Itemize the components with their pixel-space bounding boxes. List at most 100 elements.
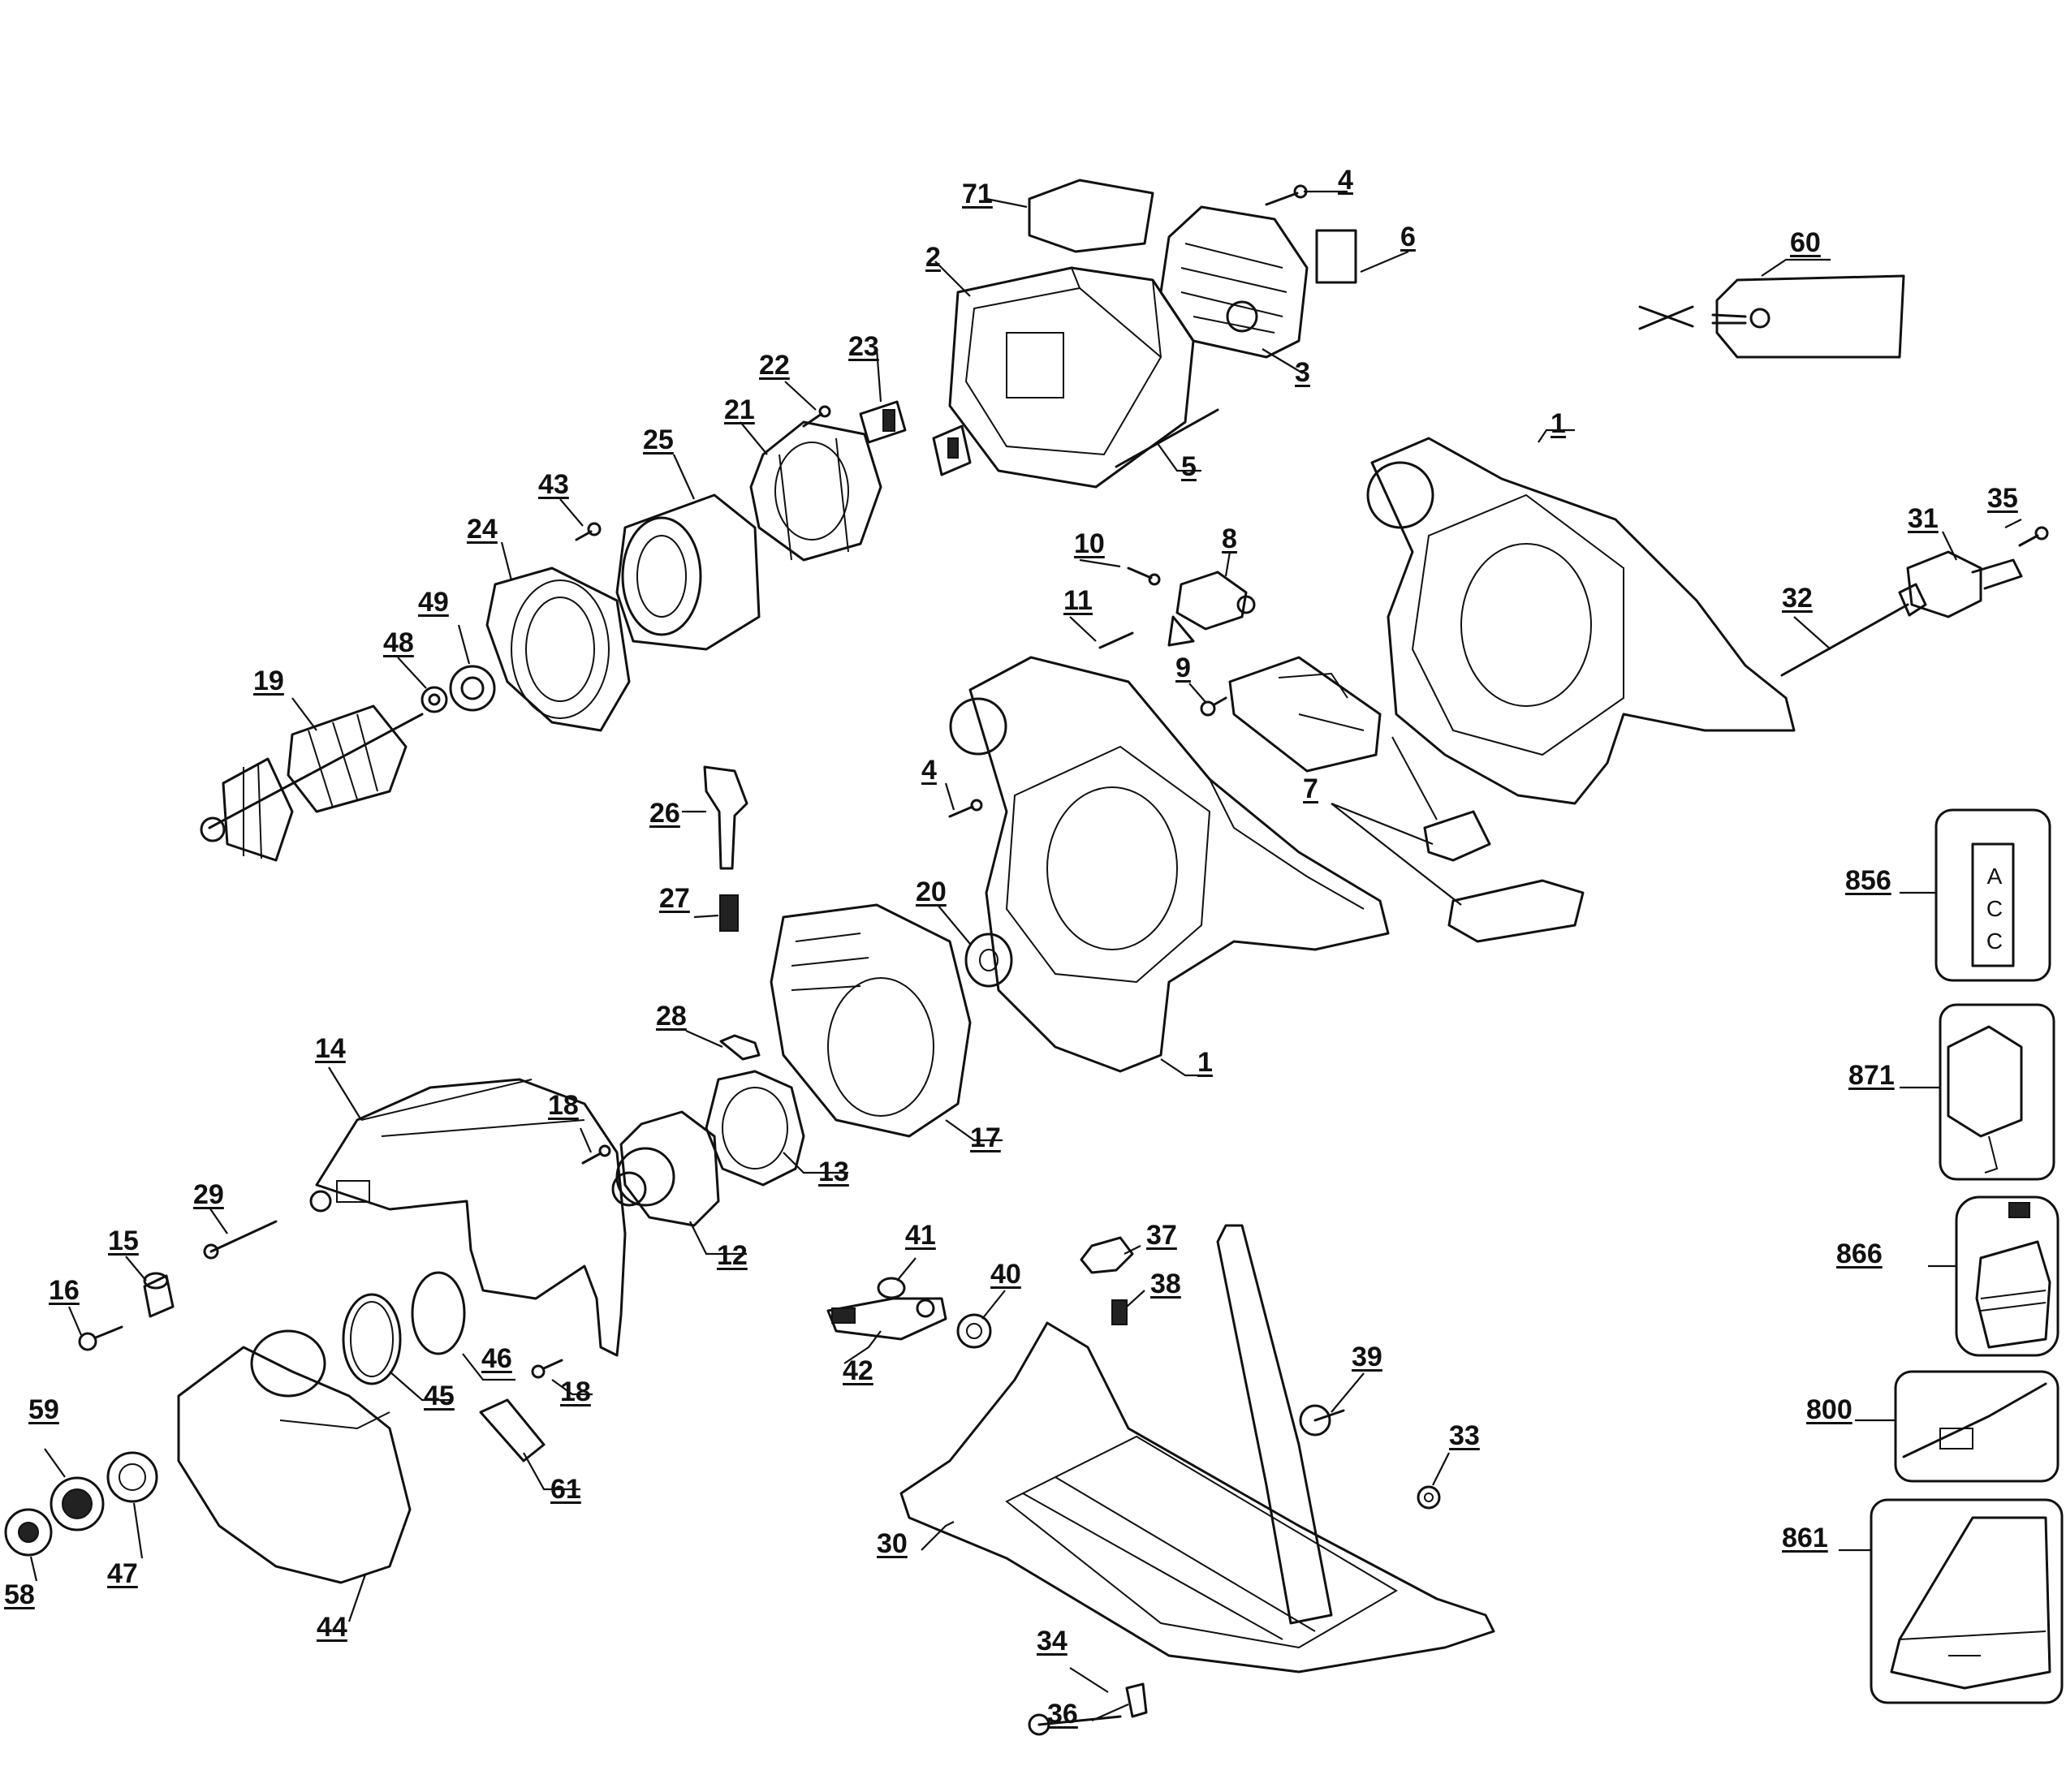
callout-47: 47 bbox=[107, 1558, 138, 1589]
callout-26: 26 bbox=[649, 798, 680, 829]
callout-5: 5 bbox=[1181, 451, 1197, 482]
part-61-label bbox=[479, 1398, 546, 1462]
callout-35: 35 bbox=[1987, 483, 2018, 514]
callout-37: 37 bbox=[1146, 1220, 1177, 1251]
callout-1-upper: 1 bbox=[1551, 408, 1566, 439]
callout-46: 46 bbox=[481, 1343, 512, 1374]
callout-12: 12 bbox=[717, 1240, 748, 1271]
callout-15: 15 bbox=[108, 1226, 139, 1256]
callout-2: 2 bbox=[925, 242, 941, 273]
callout-4-mid: 4 bbox=[921, 755, 937, 786]
part-17-gear-housing bbox=[770, 903, 972, 1138]
callout-19: 19 bbox=[253, 666, 284, 696]
callout-49: 49 bbox=[418, 587, 449, 618]
callout-3: 3 bbox=[1295, 357, 1310, 388]
part-15-bushing bbox=[143, 1272, 175, 1318]
callout-21: 21 bbox=[724, 394, 755, 425]
callout-71: 71 bbox=[962, 179, 993, 209]
callout-861: 861 bbox=[1782, 1523, 1828, 1553]
part-13-gasket bbox=[705, 1070, 805, 1187]
part-7-switch bbox=[1228, 656, 1585, 943]
part-34-pin bbox=[1028, 1713, 1122, 1736]
callout-28: 28 bbox=[656, 1001, 687, 1032]
part-32-rod bbox=[1780, 583, 1927, 677]
callout-39: 39 bbox=[1352, 1342, 1382, 1372]
part-36-pin bbox=[1125, 1682, 1148, 1718]
part-48-washer bbox=[421, 686, 448, 713]
part-33-washer bbox=[1417, 1485, 1441, 1510]
callout-30: 30 bbox=[877, 1528, 908, 1559]
callout-6: 6 bbox=[1400, 222, 1416, 252]
callout-31: 31 bbox=[1908, 503, 1939, 534]
callout-25: 25 bbox=[643, 424, 674, 455]
part-60-tag bbox=[1638, 274, 1905, 359]
callout-27: 27 bbox=[659, 883, 690, 914]
leader-lines bbox=[29, 190, 2022, 1722]
callout-58: 58 bbox=[4, 1579, 35, 1610]
callout-59: 59 bbox=[28, 1394, 59, 1425]
part-10-pin bbox=[1127, 566, 1161, 586]
callout-800: 800 bbox=[1806, 1394, 1852, 1425]
part-22-screw bbox=[802, 405, 831, 428]
callout-38: 38 bbox=[1150, 1269, 1181, 1299]
callout-45: 45 bbox=[424, 1381, 455, 1411]
callout-10: 10 bbox=[1074, 528, 1105, 559]
callout-42: 42 bbox=[843, 1355, 873, 1386]
part-38-spring bbox=[1111, 1299, 1128, 1325]
callout-871: 871 bbox=[1848, 1060, 1895, 1091]
part-19-armature bbox=[200, 704, 424, 862]
callout-22: 22 bbox=[759, 350, 790, 381]
accessory-861-case bbox=[1870, 1498, 2064, 1704]
part-18-screw-lower bbox=[531, 1359, 563, 1379]
accessory-800-tool bbox=[1894, 1370, 2060, 1483]
part-59-washer bbox=[50, 1476, 105, 1531]
part-21-brush-ring bbox=[749, 420, 882, 562]
callout-14: 14 bbox=[315, 1033, 346, 1064]
part-12-bearing-plate bbox=[611, 1110, 720, 1227]
part-43-screw bbox=[575, 522, 602, 541]
callout-16: 16 bbox=[49, 1275, 80, 1306]
part-39-stud bbox=[1299, 1404, 1345, 1437]
part-16-screw bbox=[78, 1325, 123, 1351]
accessory-856-decal bbox=[1934, 808, 2051, 982]
part-24-end-bell bbox=[485, 566, 631, 732]
part-28-bracket bbox=[719, 1034, 761, 1061]
callout-18-lower: 18 bbox=[560, 1376, 591, 1407]
callout-29: 29 bbox=[193, 1179, 224, 1210]
callout-48: 48 bbox=[383, 627, 414, 658]
accessory-866-battery bbox=[1955, 1195, 2060, 1357]
part-30-shoe bbox=[899, 1224, 1495, 1674]
callout-8: 8 bbox=[1222, 523, 1237, 554]
callout-17: 17 bbox=[970, 1122, 1001, 1153]
part-37-knob bbox=[1080, 1236, 1134, 1274]
decal-text-acc: ACC bbox=[1986, 864, 2003, 954]
part-9-screw bbox=[1200, 696, 1227, 717]
part-25-field bbox=[615, 493, 761, 651]
callout-18-upper: 18 bbox=[548, 1090, 579, 1121]
part-26-lever bbox=[703, 765, 748, 870]
part-46-ring bbox=[411, 1271, 466, 1355]
callout-13: 13 bbox=[818, 1157, 849, 1187]
part-58-nut bbox=[4, 1508, 53, 1557]
part-20-washer bbox=[964, 933, 1013, 988]
part-44-lower-guard bbox=[177, 1329, 412, 1584]
callout-40: 40 bbox=[990, 1259, 1021, 1290]
part-71-label bbox=[1028, 179, 1154, 253]
callout-44: 44 bbox=[317, 1612, 347, 1643]
part-3-end-cap bbox=[1159, 205, 1309, 359]
part-40-nut bbox=[956, 1313, 992, 1349]
part-11-pin bbox=[1098, 631, 1134, 649]
part-29-pin bbox=[203, 1220, 278, 1260]
part-18-screw-upper bbox=[581, 1144, 611, 1165]
callout-4-top: 4 bbox=[1338, 165, 1353, 196]
accessory-871-charger bbox=[1939, 1003, 2055, 1181]
part-8-lock bbox=[1167, 571, 1256, 647]
part-1-housing-right bbox=[1366, 437, 1796, 805]
callout-11: 11 bbox=[1063, 585, 1093, 616]
part-14-upper-guard bbox=[309, 1078, 627, 1357]
part-27-spring bbox=[719, 894, 739, 932]
callout-36: 36 bbox=[1047, 1699, 1078, 1730]
callout-34: 34 bbox=[1037, 1626, 1068, 1656]
